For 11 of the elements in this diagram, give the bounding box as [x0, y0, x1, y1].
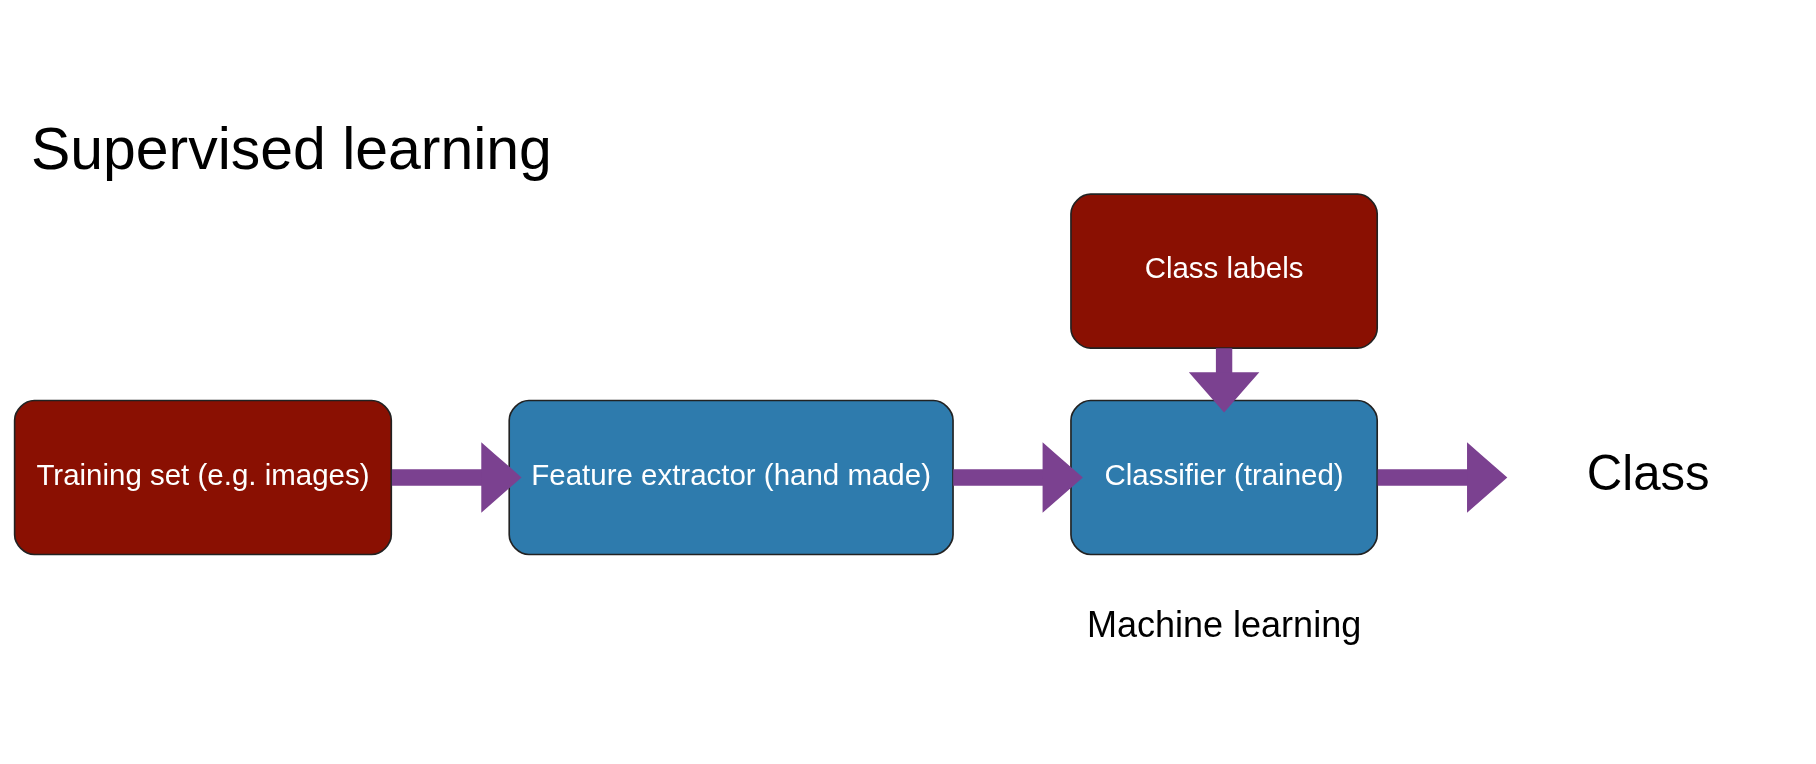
arrow	[391, 441, 522, 513]
node-box: Training set (e.g. images)	[13, 399, 393, 555]
arrow	[1377, 441, 1508, 513]
node-text: Class	[1586, 445, 1710, 500]
diagram-title: Supervised learning	[30, 115, 552, 181]
arrow	[1188, 347, 1260, 413]
node-box: Feature extractor (hand made)	[508, 399, 954, 555]
arrow	[953, 441, 1083, 513]
node-box: Classifier (trained)	[1070, 399, 1379, 555]
node-box: Class labels	[1070, 192, 1379, 349]
node-label: Machine learning	[1086, 603, 1362, 645]
